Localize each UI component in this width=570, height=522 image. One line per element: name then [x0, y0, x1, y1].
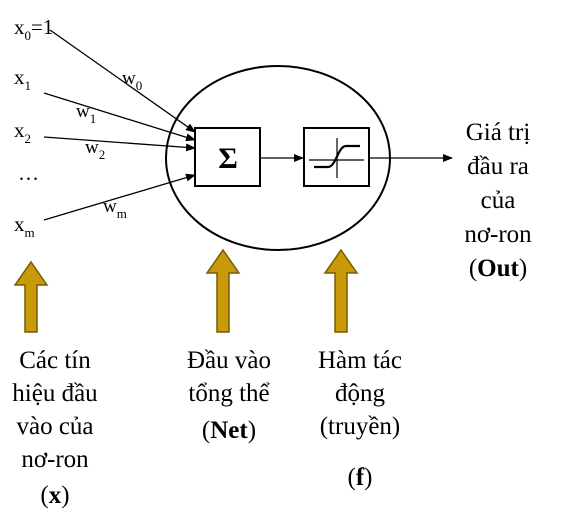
- svg-text:(truyền): (truyền): [320, 413, 401, 440]
- weight-label-w0: w0: [122, 68, 142, 93]
- svg-text:nơ-ron: nơ-ron: [464, 221, 532, 248]
- up-arrow-net: [205, 248, 241, 333]
- input-ellipsis: …: [18, 161, 39, 185]
- svg-text:hiệu đầu: hiệu đầu: [12, 380, 98, 407]
- up-arrow-activation: [323, 248, 359, 333]
- svg-text:nơ-ron: nơ-ron: [21, 446, 89, 473]
- step-function-icon: [309, 138, 364, 178]
- input-label-x0: x0=1: [14, 15, 53, 43]
- sigma-icon: Σ: [218, 142, 238, 175]
- input-line-x0: [49, 29, 196, 133]
- caption-inputs: Các tín hiệu đầu vào của nơ-ron (x): [12, 347, 98, 509]
- caption-activation: Hàm tác động (truyền) (f): [318, 347, 402, 491]
- weight-label-w1: w1: [76, 101, 96, 126]
- svg-text:Đầu vào: Đầu vào: [187, 347, 271, 374]
- input-line-x2: [43, 136, 196, 152]
- svg-text:của: của: [481, 187, 516, 214]
- weight-label-wm: wm: [103, 196, 127, 221]
- svg-text:(f): (f): [348, 464, 373, 491]
- svg-text:Các tín: Các tín: [19, 347, 91, 374]
- svg-text:động: động: [335, 380, 386, 407]
- weight-label-w2: w2: [85, 137, 105, 162]
- svg-text:tổng thể: tổng thể: [188, 380, 270, 407]
- input-label-x1: x1: [14, 65, 31, 93]
- input-label-x2: x2: [14, 118, 31, 146]
- up-arrow-inputs: [13, 260, 49, 333]
- output-label: Giá trị đầu ra của nơ-ron (Out): [464, 119, 532, 282]
- svg-text:Hàm tác: Hàm tác: [318, 347, 402, 374]
- input-line-xm: [43, 173, 196, 221]
- svg-text:(Net): (Net): [202, 417, 256, 444]
- input-label-xm: xm: [14, 212, 35, 240]
- caption-net: Đầu vào tổng thể (Net): [187, 347, 271, 444]
- summation-box: [194, 127, 261, 187]
- svg-text:vào của: vào của: [16, 413, 93, 440]
- svg-text:đầu ra: đầu ra: [467, 153, 529, 180]
- svg-text:Giá trị: Giá trị: [466, 119, 531, 146]
- input-line-x1: [43, 92, 196, 142]
- svg-text:(Out): (Out): [469, 255, 527, 282]
- svg-text:(x): (x): [40, 482, 69, 509]
